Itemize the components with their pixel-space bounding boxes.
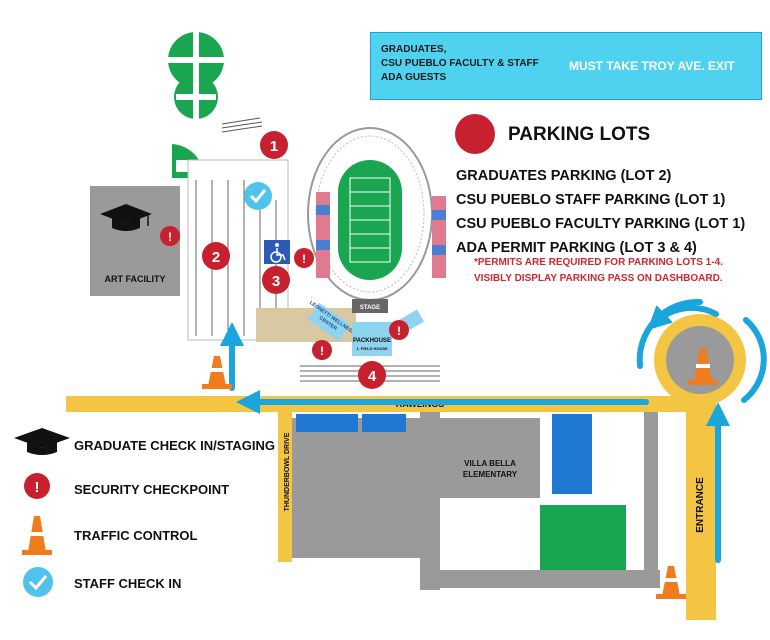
- exit-note: MUST TAKE TROY AVE. EXIT: [569, 59, 735, 73]
- legend-security: SECURITY CHECKPOINT: [74, 482, 230, 497]
- field-house-label: 1. FIELD HOUSE: [356, 346, 388, 351]
- permit-note-1: *PERMITS ARE REQUIRED FOR PARKING LOTS 1…: [474, 257, 723, 268]
- legend-checkmark-badge-icon: [23, 567, 53, 597]
- traffic-arrows: [220, 298, 767, 563]
- bleachers-north: [221, 117, 263, 133]
- svg-text:4: 4: [368, 368, 377, 385]
- packhouse-label: PACKHOUSE: [353, 338, 391, 344]
- lot-item-1: GRADUATES PARKING (LOT 2): [456, 168, 672, 184]
- parking-lot-list: GRADUATES PARKING (LOT 2) CSU PUEBLO STA…: [456, 164, 745, 260]
- info-line-3: ADA GUESTS: [381, 72, 447, 83]
- entrance-road: [686, 396, 716, 620]
- svg-text:!: !: [168, 230, 172, 244]
- stage: [352, 299, 388, 313]
- legend-graduation-cap-icon: [14, 428, 70, 455]
- lot-marker-3: 3: [262, 266, 290, 294]
- checkmark-badge-icon: [244, 182, 272, 210]
- legend-staff-checkin: STAFF CHECK IN: [74, 576, 182, 591]
- south-campus-blocks: [290, 410, 660, 590]
- villa-bella-label-2: ELEMENTARY: [463, 470, 518, 479]
- legend-graduate-checkin: GRADUATE CHECK IN/STAGING: [74, 438, 276, 453]
- art-facility-label: ART FACILITY: [105, 274, 166, 284]
- permit-note-2: VISIBLY DISPLAY PARKING PASS ON DASHBOAR…: [474, 273, 723, 284]
- info-line-2: CSU PUEBLO FACULTY & STAFF: [381, 58, 539, 69]
- permit-note: *PERMITS ARE REQUIRED FOR PARKING LOTS 1…: [474, 255, 723, 287]
- packhouse-building: [352, 322, 392, 356]
- wheelchair-icon: [264, 240, 290, 264]
- parking-lots-title: PARKING LOTS: [508, 124, 651, 145]
- lot-item-3: CSU PUEBLO FACULTY PARKING (LOT 1): [456, 216, 746, 232]
- lot-item-4: ADA PERMIT PARKING (LOT 3 & 4): [456, 240, 697, 256]
- thunderbowl-label: THUNDERBOWL DRIVE: [284, 432, 291, 511]
- traffic-cone-icon: [202, 348, 718, 599]
- villa-bella-label: VILLA BELLA: [464, 459, 516, 468]
- stadium: STAGE: [307, 127, 446, 313]
- thunderbowl-drive: [278, 412, 292, 562]
- lot-marker-4: 4: [358, 361, 386, 389]
- info-line-1: GRADUATES,: [381, 44, 447, 55]
- svg-text:3: 3: [272, 273, 280, 290]
- legend-traffic-cone-icon: [22, 516, 52, 555]
- lot-item-2: CSU PUEBLO STAFF PARKING (LOT 1): [456, 192, 726, 208]
- entrance-label: ENTRANCE: [695, 477, 706, 533]
- svg-text:!: !: [35, 479, 40, 496]
- svg-text:!: !: [302, 252, 306, 266]
- stage-label: STAGE: [360, 305, 380, 311]
- graduation-cap-icon: [100, 204, 152, 231]
- svg-text:1: 1: [270, 138, 278, 155]
- parking-lots-dot: [455, 114, 495, 154]
- svg-text:2: 2: [212, 249, 220, 266]
- wellness-center-building: [307, 302, 351, 342]
- lot-marker-1: 1: [260, 131, 288, 159]
- svg-text:!: !: [320, 344, 324, 358]
- ballfields: [168, 30, 224, 178]
- legend-traffic: TRAFFIC CONTROL: [74, 528, 198, 543]
- lot-marker-2: 2: [202, 242, 230, 270]
- security-badge-icon: ! ! ! !: [160, 226, 409, 360]
- svg-text:!: !: [397, 324, 401, 338]
- exit-info-box: GRADUATES, CSU PUEBLO FACULTY & STAFF AD…: [370, 32, 762, 100]
- legend-security-badge-icon: !: [24, 473, 50, 499]
